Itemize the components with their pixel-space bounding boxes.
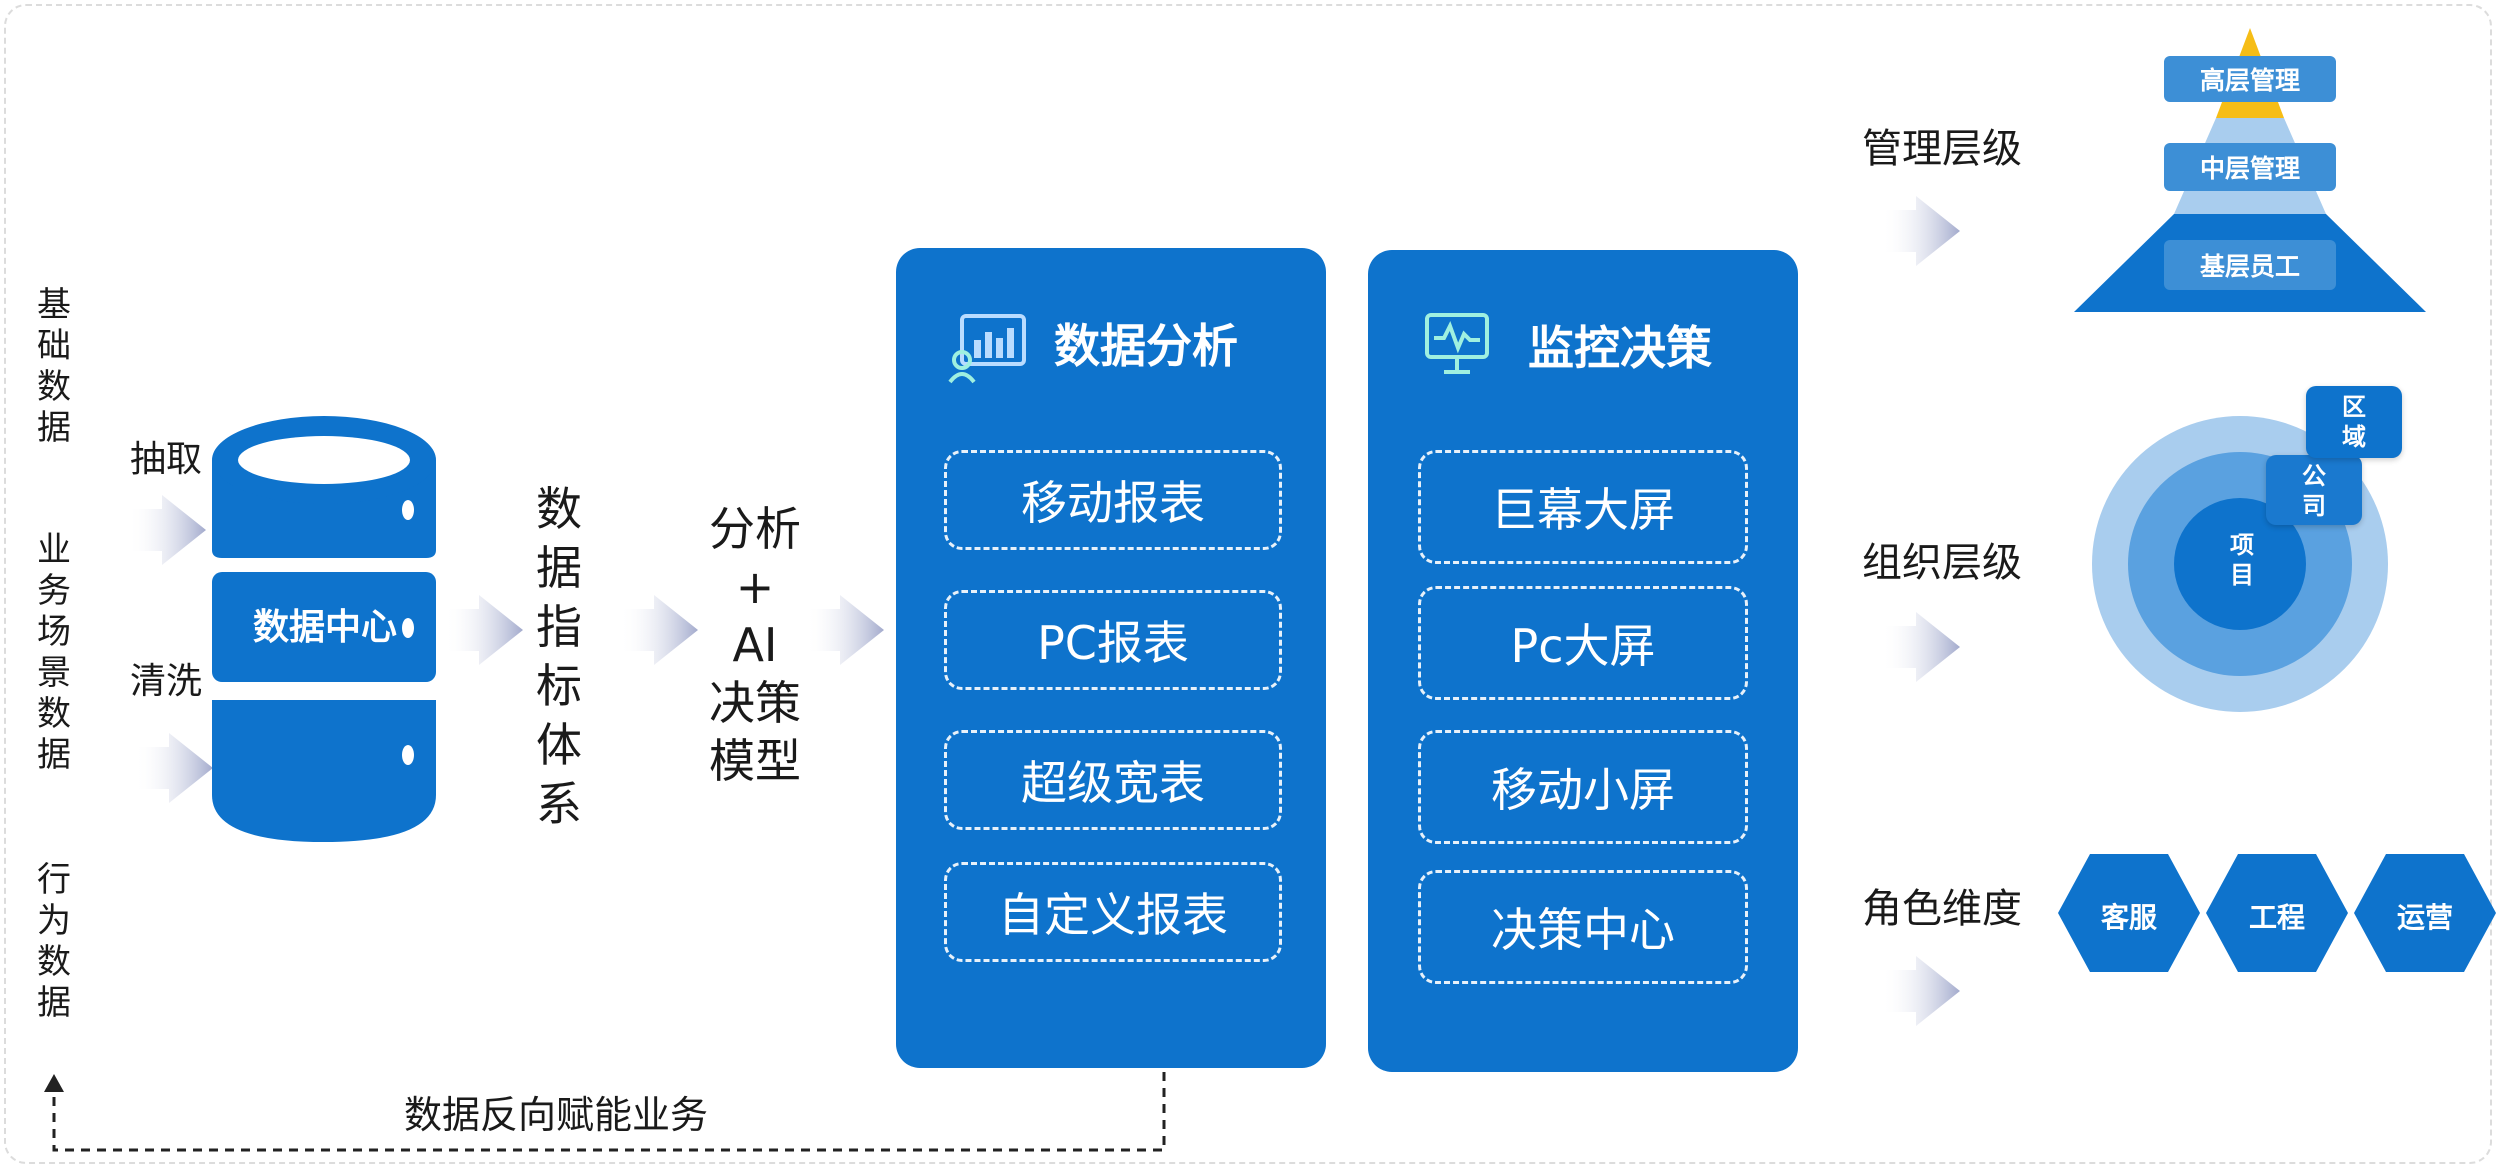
- arrow-organization-icon: [1882, 612, 1960, 682]
- database-icon: [212, 416, 436, 842]
- management-label: 管理层级: [1862, 126, 2022, 172]
- analysis-item[interactable]: PC报表: [944, 590, 1282, 690]
- indicator-system-label: 数据指标体系: [536, 482, 582, 831]
- feedback-loop-line: [44, 1072, 1166, 1152]
- monitor-item[interactable]: 决策中心: [1418, 870, 1748, 984]
- org-company-box: 公司: [2266, 455, 2362, 525]
- analysis-title: 数据分析: [1054, 319, 1238, 373]
- arrow-to-analysis-icon: [806, 595, 884, 665]
- org-region: 区域: [2342, 393, 2366, 451]
- report-chart-icon: [948, 314, 1026, 384]
- org-project: 项目: [2230, 531, 2254, 589]
- role-item: 客服: [2100, 901, 2157, 934]
- hexagon-icon: [2354, 854, 2496, 972]
- source-behavior-data: 行为数据: [37, 860, 71, 1023]
- source-scene-data: 业务场景数据: [37, 530, 71, 775]
- tier-high: 高层管理: [2164, 56, 2336, 102]
- arrow-to-ai-icon: [620, 595, 698, 665]
- analysis-panel: 数据分析 移动报表 PC报表 超级宽表 自定义报表: [896, 248, 1326, 1068]
- ai-model-line: 模型: [709, 734, 801, 788]
- hexagon-icon: [2058, 854, 2200, 972]
- org-region-box: 区域: [2306, 386, 2402, 458]
- monitor-item[interactable]: 巨幕大屏: [1418, 450, 1748, 564]
- org-company: 公司: [2302, 462, 2326, 520]
- outer-frame: [4, 4, 2492, 1164]
- data-center-label: 数据中心: [252, 607, 397, 648]
- monitor-item[interactable]: 移动小屏: [1418, 730, 1748, 844]
- organization-label: 组织层级: [1862, 540, 2022, 586]
- roles-label: 角色维度: [1862, 886, 2022, 932]
- analysis-item[interactable]: 自定义报表: [944, 862, 1282, 962]
- ai-model-line: AI: [732, 618, 778, 672]
- ai-model-line: 决策: [709, 676, 801, 730]
- ai-model-line: +: [735, 560, 775, 614]
- monitor-title: 监控决策: [1528, 321, 1712, 375]
- hexagon-icon: [2206, 854, 2348, 972]
- monitor-panel: 监控决策 巨幕大屏 Pc大屏 移动小屏 决策中心: [1368, 250, 1798, 1072]
- analysis-item[interactable]: 超级宽表: [944, 730, 1282, 830]
- arrow-roles-icon: [1882, 956, 1960, 1026]
- analysis-item[interactable]: 移动报表: [944, 450, 1282, 550]
- tier-base: 基层员工: [2164, 240, 2336, 290]
- feedback-label: 数据反向赋能业务: [404, 1093, 709, 1137]
- arrow-extract-icon: [128, 495, 206, 565]
- extract-label: 抽取: [130, 439, 203, 480]
- arrow-to-indicators-icon: [445, 595, 523, 665]
- tier-middle: 中层管理: [2164, 143, 2336, 191]
- monitor-item[interactable]: Pc大屏: [1418, 586, 1748, 700]
- role-item: 工程: [2248, 901, 2305, 934]
- ai-model-stack: 分析 + AI 决策 模型: [690, 500, 820, 790]
- arrow-clean-icon: [135, 733, 213, 803]
- arrow-management-icon: [1882, 196, 1960, 266]
- monitor-icon: [1425, 313, 1489, 374]
- source-basic-data: 基础数据: [37, 285, 71, 448]
- role-item: 运营: [2396, 901, 2453, 934]
- clean-label: 清洗: [130, 661, 203, 702]
- ai-model-line: 分析: [709, 502, 801, 556]
